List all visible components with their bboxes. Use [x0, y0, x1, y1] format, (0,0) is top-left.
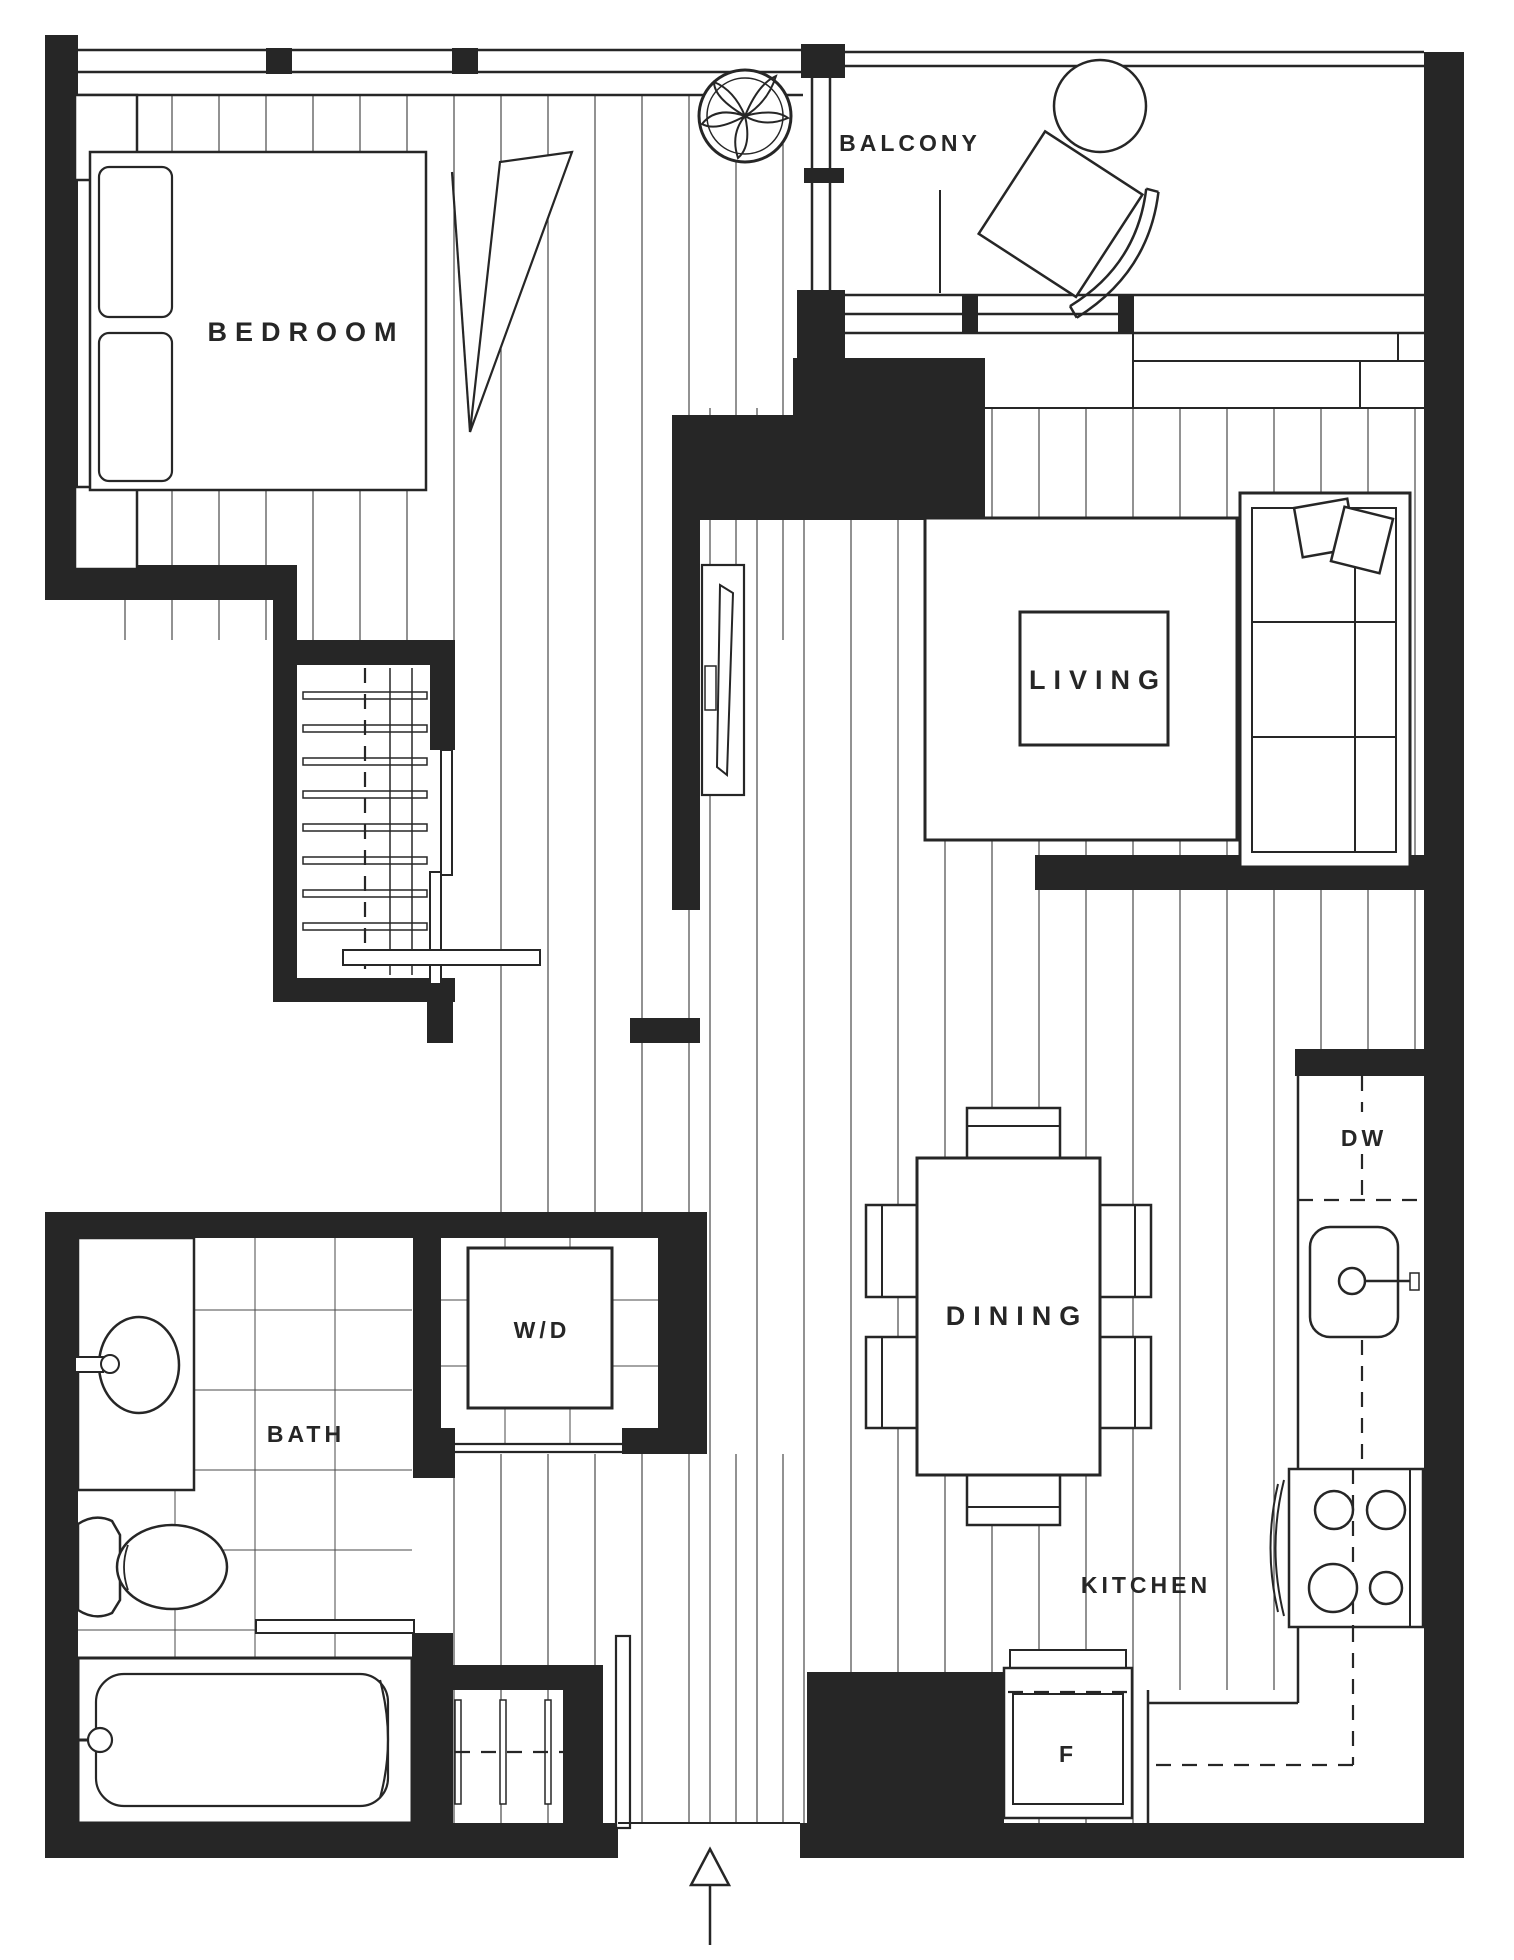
- window-mullion: [1118, 295, 1134, 333]
- fridge-label: F: [1059, 1741, 1077, 1767]
- pillow: [97, 165, 174, 319]
- toilet-icon: [76, 1516, 229, 1618]
- wall-wd-stub: [622, 1428, 707, 1454]
- dining-chair: [1098, 1203, 1153, 1299]
- wardrobe-closet: [302, 668, 541, 985]
- wall-bottom-right: [800, 1823, 1464, 1858]
- entry-area: [454, 1634, 800, 1945]
- wall-hall-strip: [672, 520, 700, 910]
- wall-bath-right-lower: [412, 1633, 453, 1823]
- bath-label: BATH: [267, 1421, 345, 1447]
- wall-wd-stub: [440, 1428, 455, 1478]
- window-mullion: [804, 168, 844, 183]
- entry-door-leaf: [614, 1634, 632, 1830]
- window-mullion: [452, 48, 478, 74]
- lounge-chair: [976, 129, 1160, 319]
- bathtub-icon: [76, 1656, 414, 1825]
- vanity-sink: [74, 1236, 196, 1492]
- wall-bottom-left: [45, 1823, 618, 1858]
- nightstand: [73, 485, 139, 571]
- hall-shelf: [342, 949, 541, 966]
- kitchen-sink-icon: [1308, 1225, 1420, 1339]
- wall-counter-cap: [1295, 1049, 1424, 1076]
- dining-chair: [965, 1471, 1062, 1527]
- wd-label: W/D: [514, 1317, 571, 1343]
- dw-label-bg: [1328, 1112, 1396, 1150]
- wd-box: [466, 1246, 614, 1410]
- window-mullion: [801, 44, 845, 78]
- dining-label: DINING: [946, 1301, 1089, 1331]
- dw-label: DW: [1341, 1125, 1387, 1151]
- wall-kitchen-chunk: [807, 1672, 1004, 1823]
- wall-bedroom-south: [45, 565, 297, 600]
- dining-chair: [864, 1203, 919, 1299]
- fridge: [1002, 1649, 1134, 1820]
- balcony-slider: [845, 293, 1424, 335]
- balcony-table: [1052, 58, 1148, 154]
- kitchen-appliances: [1002, 1076, 1425, 1820]
- wall-closet-right: [430, 665, 455, 750]
- living-label: LIVING: [1029, 665, 1167, 695]
- sofa-icon: [1238, 491, 1412, 869]
- entry-arrow-icon: [688, 1846, 732, 1945]
- wall-middle-block: [793, 358, 985, 520]
- wall-middle-block: [672, 415, 793, 520]
- bedroom-window: [45, 48, 803, 97]
- bath-fixtures: [74, 1236, 415, 1825]
- cabinet-dash: [1148, 1627, 1355, 1767]
- room-labels: BEDROOM BALCONY LIVING DINING KITCHEN BA…: [208, 130, 1396, 1767]
- dining-set: [864, 1106, 1153, 1527]
- living-label-box: [1018, 610, 1170, 747]
- balcony-area: [697, 58, 1160, 319]
- blanket-fold: [468, 150, 574, 433]
- wall-linen-top: [440, 1665, 603, 1690]
- wd-folding-door: [455, 1442, 622, 1454]
- dining-table: [915, 1156, 1102, 1477]
- wall-bath-right: [413, 1238, 441, 1478]
- wall-right: [1424, 52, 1464, 1858]
- throw-pillow: [1329, 505, 1395, 575]
- closet-rod: [302, 889, 428, 898]
- living-area: [700, 491, 1412, 869]
- wall-linen-right: [563, 1690, 603, 1823]
- closet-rod: [302, 790, 428, 799]
- wall-closet-bottom: [273, 978, 455, 1002]
- washer-dryer: [455, 1246, 622, 1454]
- wall-left-bath: [45, 1212, 78, 1858]
- wall-hall-stub: [630, 1018, 700, 1043]
- wall-left-bedroom: [45, 35, 78, 600]
- bedroom-balcony-window: [810, 74, 832, 293]
- kitchen-label: KITCHEN: [1081, 1572, 1211, 1598]
- oven-handle: [1269, 1479, 1285, 1617]
- window-mullion: [266, 48, 292, 74]
- closet-shelf-edge: [389, 668, 413, 975]
- stove-burners-icon: [1269, 1467, 1425, 1629]
- potted-plant-icon: [697, 68, 793, 164]
- dining-chair: [965, 1106, 1062, 1162]
- pillow: [97, 331, 174, 483]
- wall-closet-top: [273, 640, 455, 665]
- closet-sliding-door: [440, 749, 453, 876]
- wall-balcony-corner: [797, 290, 845, 365]
- dining-chair: [864, 1335, 919, 1430]
- balcony-label: BALCONY: [839, 130, 981, 156]
- balcony-railing: [845, 50, 1424, 68]
- bedroom-furniture: [73, 93, 574, 571]
- wall-bath-top: [45, 1212, 707, 1238]
- living-window-ledge: [1132, 333, 1424, 409]
- dining-chair: [1098, 1335, 1153, 1430]
- towel-bar: [255, 1619, 415, 1634]
- blanket-fold-line: [450, 171, 472, 433]
- tv-console-icon: [700, 563, 746, 797]
- windows: [45, 48, 1424, 409]
- linen-shelf: [499, 1699, 507, 1805]
- bedroom-label: BEDROOM: [208, 317, 405, 347]
- closet-sliding-door: [429, 871, 442, 985]
- walls: [45, 35, 1464, 1858]
- wall-wd-right: [658, 1238, 707, 1454]
